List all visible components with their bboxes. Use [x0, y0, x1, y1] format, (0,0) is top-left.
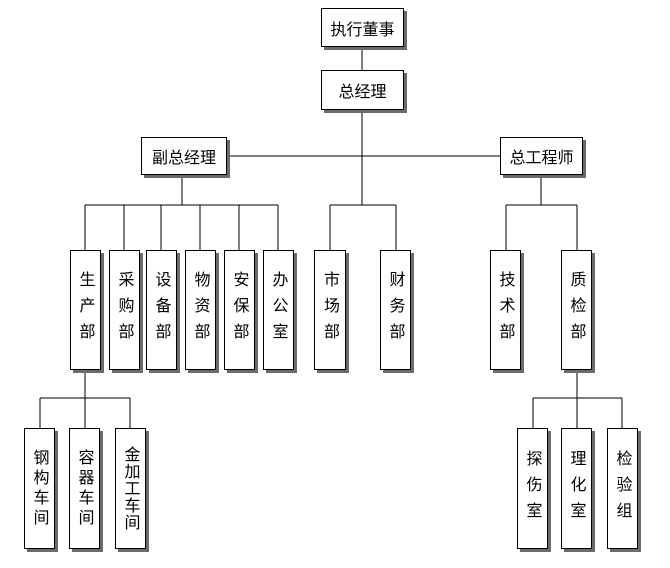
node-physical-chemical-lab: 理化室 — [561, 428, 592, 549]
node-technical-dept: 技术部 — [490, 250, 521, 370]
node-equipment-dept: 设备部 — [146, 250, 177, 370]
node-finance-dept: 财务部 — [380, 250, 411, 370]
node-quality-dept: 质检部 — [561, 250, 592, 370]
node-deputy-general-manager: 副总经理 — [141, 137, 227, 175]
node-marketing-dept: 市场部 — [314, 250, 346, 370]
node-steel-structure-workshop: 钢构车间 — [24, 428, 55, 549]
node-security-dept: 安保部 — [224, 250, 255, 370]
node-general-manager: 总经理 — [321, 70, 404, 110]
node-vessel-workshop: 容器车间 — [69, 428, 100, 549]
node-machining-workshop: 金加工车间 — [115, 428, 146, 549]
node-ndt-room: 探伤室 — [517, 428, 548, 549]
node-chief-engineer: 总工程师 — [500, 137, 583, 175]
node-production-dept: 生产部 — [70, 250, 101, 370]
node-inspection-group: 检验组 — [607, 428, 638, 549]
node-materials-dept: 物资部 — [185, 250, 216, 370]
node-office: 办公室 — [263, 250, 294, 370]
node-executive-director: 执行董事 — [321, 8, 404, 47]
node-purchasing-dept: 采购部 — [109, 250, 140, 370]
